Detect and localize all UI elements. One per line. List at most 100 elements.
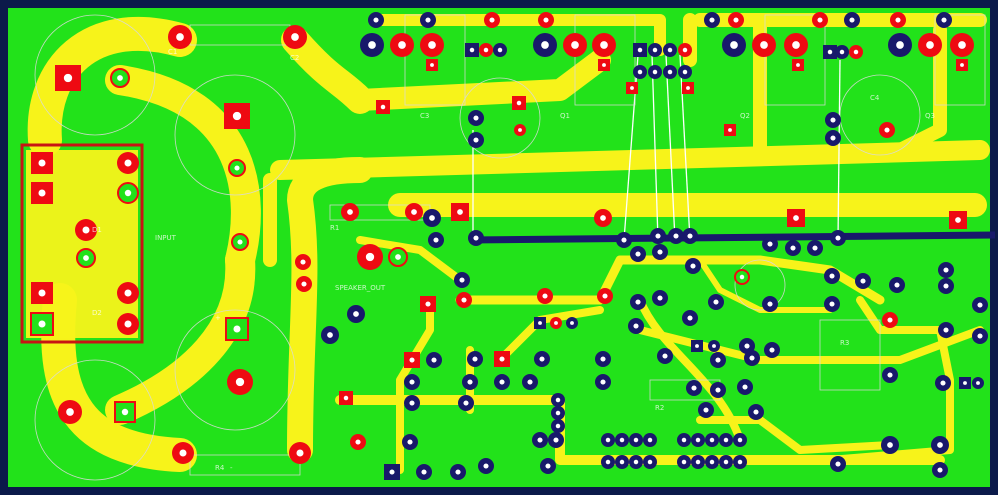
trace-lower-net-6 (636, 296, 744, 444)
solder-pad (918, 33, 942, 57)
drill-hole (937, 467, 943, 473)
solder-pad (698, 402, 714, 418)
drill-hole (433, 237, 439, 243)
solder-pad (420, 33, 444, 57)
drill-hole (124, 189, 132, 197)
solder-pad (972, 328, 988, 344)
drill-hole (681, 459, 687, 465)
drill-hole (709, 459, 715, 465)
ground-rail (469, 231, 996, 244)
silk-capacitor-outline (174, 74, 296, 196)
solder-pad (710, 382, 726, 398)
solder-pad (550, 317, 562, 329)
solder-pad (652, 244, 668, 260)
drill-hole (737, 437, 743, 443)
drill-hole (681, 437, 687, 443)
drill-hole (389, 469, 395, 475)
solder-pad (719, 455, 733, 469)
solder-pad (633, 65, 647, 79)
solder-pad (426, 352, 442, 368)
solder-pad (494, 351, 510, 367)
drill-hole (368, 41, 376, 49)
silk-label: SPEAKER_OUT (335, 284, 386, 292)
solder-pad (168, 25, 192, 49)
wire (837, 59, 841, 241)
drill-hole (926, 41, 934, 49)
drill-hole (767, 301, 773, 307)
drill-hole (296, 449, 304, 457)
solder-pad (734, 269, 750, 285)
drill-hole (233, 325, 241, 333)
drill-hole (835, 461, 841, 467)
drill-hole (687, 315, 693, 321)
silk-resistor-outline (819, 319, 881, 391)
silk-label: R4 (215, 464, 225, 472)
solder-pad (739, 338, 755, 354)
solder-pad (633, 43, 647, 57)
drill-hole (409, 357, 415, 363)
silk-label: - (230, 464, 233, 472)
solder-pad (764, 342, 780, 358)
solder-pad (691, 455, 705, 469)
drill-hole (38, 159, 46, 167)
solder-pad (807, 240, 823, 256)
drill-hole (553, 437, 559, 443)
pads-layer (30, 12, 988, 480)
solder-pad (468, 132, 484, 148)
drill-hole (682, 47, 688, 53)
drill-hole (637, 47, 643, 53)
drill-hole (537, 437, 543, 443)
solder-pad (705, 433, 719, 447)
solder-pad (888, 33, 912, 57)
solder-pad (384, 464, 400, 480)
drill-hole (723, 437, 729, 443)
drill-hole (483, 463, 489, 469)
solder-pad (321, 326, 339, 344)
drill-hole (124, 289, 132, 297)
drill-hole (769, 347, 775, 353)
drill-hole (63, 73, 73, 83)
drill-hole (545, 463, 551, 469)
drill-hole (940, 380, 946, 386)
drill-hole (937, 442, 943, 448)
drill-hole (742, 384, 748, 390)
drill-hole (812, 245, 818, 251)
drill-hole (365, 252, 375, 262)
drill-hole (730, 41, 738, 49)
drill-hole (853, 49, 859, 55)
solder-pad (117, 182, 139, 204)
solder-pad (295, 254, 311, 270)
drill-hole (887, 317, 893, 323)
drill-hole (237, 239, 243, 245)
solder-pad (537, 288, 553, 304)
silk-label: Q3 (925, 112, 935, 120)
solder-pad (114, 401, 136, 423)
solder-pad (677, 455, 691, 469)
drill-hole (355, 439, 361, 445)
drill-hole (749, 355, 755, 361)
solder-pad (30, 312, 54, 336)
solder-pad (462, 374, 478, 390)
solder-pad (227, 369, 253, 395)
drill-hole (715, 387, 721, 393)
drill-hole (497, 47, 503, 53)
solder-pad (830, 456, 846, 472)
solder-pad (479, 43, 493, 57)
terminal-block-outline (20, 143, 144, 344)
solder-pad (882, 367, 898, 383)
drill-hole (518, 128, 522, 132)
drill-hole (662, 353, 668, 359)
drill-hole (570, 321, 574, 325)
drill-hole (686, 86, 690, 90)
solder-pad (451, 203, 469, 221)
drill-hole (829, 301, 835, 307)
drill-hole (605, 437, 611, 443)
drill-hole (647, 437, 653, 443)
drill-hole (941, 17, 947, 23)
solder-pad (682, 82, 694, 94)
solder-pad (339, 391, 353, 405)
solder-pad (595, 351, 611, 367)
drill-hole (483, 47, 489, 53)
solder-pad (390, 33, 414, 57)
solder-pad (879, 122, 895, 138)
